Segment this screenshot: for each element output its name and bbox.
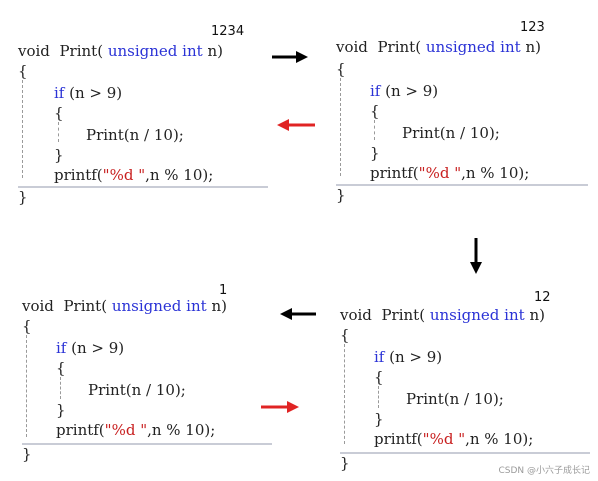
recursive-call: Print(n / 10); — [402, 124, 500, 142]
if-indent-guide — [60, 377, 61, 399]
step-label: 123 — [520, 20, 545, 35]
if-line: if (n > 9) — [374, 348, 443, 366]
step-label: 1234 — [211, 24, 245, 39]
code-panel-step-4: 1 void Print( unsigned int n) { if (n > … — [22, 283, 274, 463]
recursive-call: Print(n / 10); — [88, 381, 186, 399]
brace-open: { — [336, 60, 346, 78]
indent-guide — [26, 335, 27, 437]
watermark: CSDN @小六子成长记 — [498, 466, 590, 476]
printf-line: printf("%d ",n % 10); — [56, 421, 216, 439]
printf-line: printf("%d ",n % 10); — [54, 166, 214, 184]
brace-open: { — [22, 317, 32, 335]
current-line-highlight — [340, 452, 590, 454]
indent-guide — [344, 344, 345, 444]
if-brace-close: } — [56, 401, 66, 419]
if-indent-guide — [378, 386, 379, 408]
call-arrow-right-icon — [272, 51, 308, 63]
if-brace-open: { — [374, 368, 384, 386]
step-label: 12 — [534, 290, 551, 305]
if-brace-open: { — [56, 359, 66, 377]
signature-line: void Print( unsigned int n) — [18, 42, 223, 60]
signature-line: void Print( unsigned int n) — [22, 297, 227, 315]
brace-open: { — [340, 326, 350, 344]
recursive-call: Print(n / 10); — [86, 126, 184, 144]
if-line: if (n > 9) — [370, 82, 439, 100]
brace-close: } — [18, 188, 28, 206]
return-arrow-right-icon — [261, 401, 299, 413]
indent-guide — [340, 78, 341, 176]
if-brace-open: { — [370, 102, 380, 120]
recursive-call: Print(n / 10); — [406, 390, 504, 408]
if-brace-close: } — [374, 410, 384, 428]
if-brace-close: } — [54, 146, 64, 164]
brace-close: } — [336, 186, 346, 204]
call-arrow-down-icon — [470, 238, 482, 274]
current-line-highlight — [336, 184, 588, 186]
current-line-highlight — [22, 443, 272, 445]
call-arrow-left-icon — [280, 308, 316, 320]
if-indent-guide — [374, 120, 375, 140]
return-arrow-left-icon — [277, 119, 315, 131]
code-panel-step-2: 123 void Print( unsigned int n) { if (n … — [336, 20, 588, 204]
current-line-highlight — [18, 186, 268, 188]
indent-guide — [22, 80, 23, 178]
brace-close: } — [22, 445, 32, 463]
if-brace-open: { — [54, 104, 64, 122]
if-brace-close: } — [370, 144, 380, 162]
if-line: if (n > 9) — [56, 339, 125, 357]
printf-line: printf("%d ",n % 10); — [370, 164, 530, 182]
signature-line: void Print( unsigned int n) — [340, 306, 545, 324]
code-panel-step-1: 1234 void Print( unsigned int n) { if (n… — [18, 24, 270, 206]
brace-close: } — [340, 454, 350, 472]
printf-line: printf("%d ",n % 10); — [374, 430, 534, 448]
brace-open: { — [18, 62, 28, 80]
if-line: if (n > 9) — [54, 84, 123, 102]
signature-line: void Print( unsigned int n) — [336, 38, 541, 56]
step-label: 1 — [219, 283, 228, 298]
code-panel-step-3: 12 void Print( unsigned int n) { if (n >… — [340, 290, 592, 472]
if-indent-guide — [58, 122, 59, 142]
